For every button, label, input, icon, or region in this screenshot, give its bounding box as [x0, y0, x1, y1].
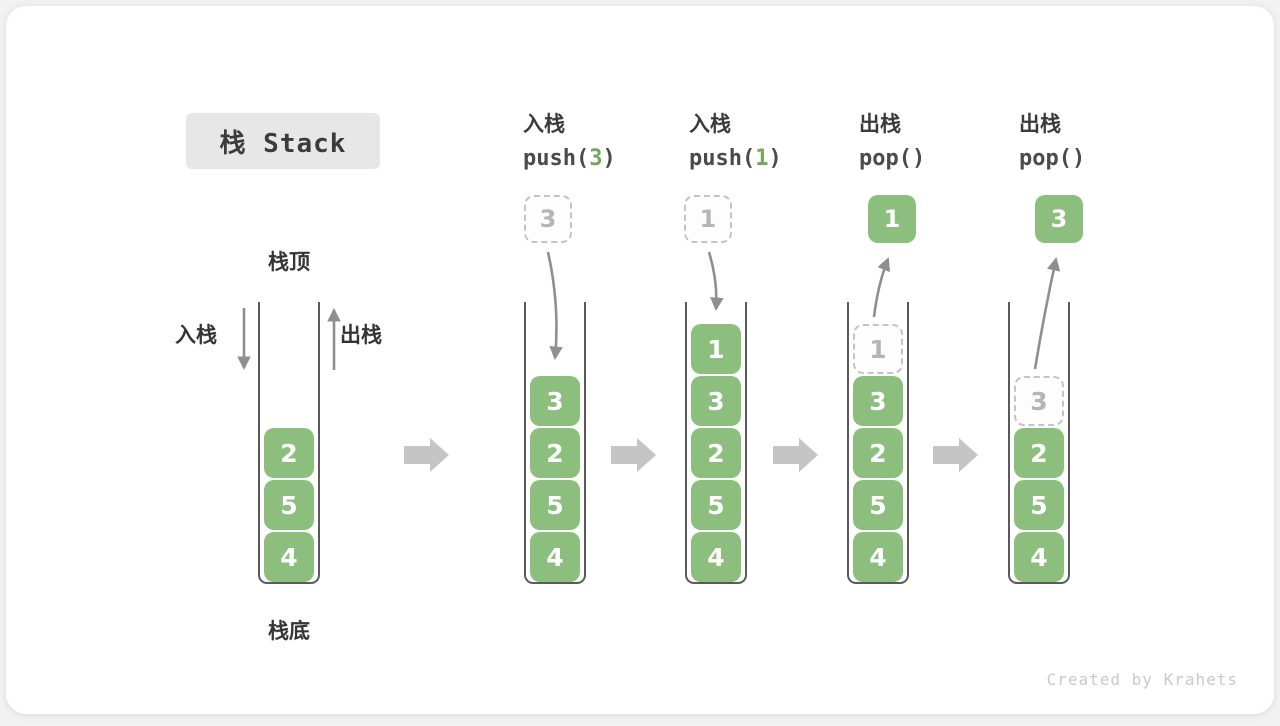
stack-bottom-label: 栈底 [268, 619, 310, 643]
stack-item: 5 [691, 480, 741, 530]
stack-item: 2 [691, 428, 741, 478]
operation-name: 入栈 [523, 112, 565, 136]
stack-item: 3 [691, 376, 741, 426]
stack-item: 4 [264, 532, 314, 582]
stack-container [685, 302, 747, 584]
title-text: 栈 Stack [219, 128, 347, 159]
stack-item: 3 [853, 376, 903, 426]
code-text: push( [689, 146, 756, 171]
stack-item: 3 [530, 376, 580, 426]
stack-item-ghost: 3 [1014, 376, 1064, 426]
operation-label: 出栈 pop() [1019, 108, 1085, 171]
stack-item: 2 [264, 428, 314, 478]
operation-name: 出栈 [1019, 112, 1061, 136]
stack-container [847, 302, 909, 584]
title-box: 栈 Stack [186, 113, 380, 169]
operation-code: pop() [859, 146, 925, 171]
operation-name: 入栈 [689, 112, 731, 136]
stack-top-label: 栈顶 [268, 250, 310, 274]
next-stage-arrow-icon [611, 438, 656, 472]
stack-container [524, 302, 586, 584]
stack-item: 5 [530, 480, 580, 530]
operation-label: 入栈 push(1) [689, 108, 782, 171]
next-stage-arrow-icon [933, 438, 978, 472]
stack-item-ghost: 1 [853, 324, 903, 374]
code-text: ) [911, 146, 926, 171]
operation-code: push(1) [689, 146, 782, 171]
floating-item: 1 [684, 195, 732, 243]
code-text: pop( [1019, 146, 1072, 171]
code-text: pop( [859, 146, 912, 171]
pop-side-label: 出栈 [340, 323, 382, 347]
operation-code: pop() [1019, 146, 1085, 171]
code-text: ) [602, 146, 616, 171]
stack-item: 4 [691, 532, 741, 582]
stack-item: 2 [1014, 428, 1064, 478]
stack-item: 4 [1014, 532, 1064, 582]
stack-item: 5 [1014, 480, 1064, 530]
code-argument: 3 [589, 146, 603, 171]
stack-container [1008, 302, 1070, 584]
next-stage-arrow-icon [773, 438, 818, 472]
operation-code: push(3) [523, 146, 616, 171]
operation-name: 出栈 [859, 112, 901, 136]
stack-item: 1 [691, 324, 741, 374]
stack-item: 2 [530, 428, 580, 478]
stack-container [258, 302, 320, 584]
stack-item: 4 [530, 532, 580, 582]
stack-item: 4 [853, 532, 903, 582]
operation-label: 出栈 pop() [859, 108, 925, 171]
watermark: Created by Krahets [1046, 670, 1238, 689]
stack-item: 5 [264, 480, 314, 530]
code-text: ) [768, 146, 782, 171]
push-side-label: 入栈 [175, 323, 217, 347]
code-argument: 1 [755, 146, 769, 171]
operation-label: 入栈 push(3) [523, 108, 616, 171]
push-flow-arrow-icon [707, 251, 724, 312]
next-stage-arrow-icon [404, 438, 449, 472]
floating-item: 3 [1035, 195, 1083, 243]
floating-item: 1 [868, 195, 916, 243]
code-text: push( [523, 146, 590, 171]
code-text: ) [1071, 146, 1086, 171]
stack-item: 2 [853, 428, 903, 478]
stack-item: 5 [853, 480, 903, 530]
floating-item: 3 [524, 195, 572, 243]
